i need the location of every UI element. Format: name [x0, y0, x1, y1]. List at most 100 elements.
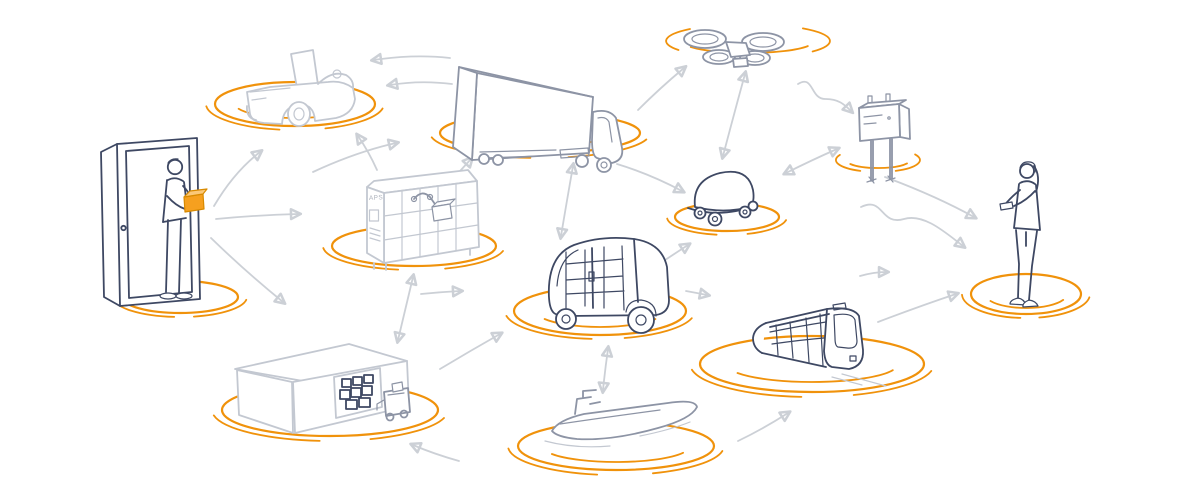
arrow-boat-warehouse — [409, 441, 460, 462]
pod-wheel-hub — [635, 314, 647, 326]
autonomous-car — [246, 49, 356, 127]
pod-wheel-hub — [561, 314, 571, 324]
smartphone — [999, 201, 1014, 211]
parcel — [352, 376, 363, 386]
signal-ring-tram — [691, 334, 933, 398]
car-bed-lines — [249, 87, 291, 101]
rover-dome — [693, 170, 755, 212]
parcel — [363, 374, 374, 384]
parcel — [350, 387, 362, 398]
arrow-wave-recipient — [860, 203, 967, 249]
robot-arm-joint — [410, 195, 418, 203]
arrow-truck-car-1 — [369, 52, 451, 66]
tram-segment-lines — [775, 313, 824, 367]
ring-arc — [205, 105, 281, 131]
truck-wheel — [478, 153, 490, 165]
ring-arc — [666, 217, 718, 236]
arrow-boat-tram — [737, 410, 792, 442]
arm-package — [431, 203, 453, 222]
parcel — [361, 385, 373, 396]
tram — [752, 302, 887, 387]
truck-wheel — [492, 154, 504, 166]
locker-brand-label: APS — [369, 194, 384, 202]
tram-roof-box — [832, 302, 847, 311]
recipient-legs — [1015, 229, 1038, 301]
boat-wake — [544, 421, 691, 448]
rover-wheel-hub — [697, 210, 703, 216]
arrow-locker-car — [355, 132, 378, 171]
arrow-courier-warehouse — [210, 237, 287, 306]
ring-arc — [507, 447, 599, 476]
tram-tail — [752, 322, 767, 354]
ring-arc — [849, 162, 908, 169]
ring-arc — [961, 293, 1022, 319]
pod-door-strip — [591, 247, 594, 309]
ring-arc — [852, 370, 933, 396]
ring-ellipse — [698, 334, 926, 394]
delivery-rover — [687, 170, 759, 227]
boat-console — [574, 389, 601, 415]
arrow-courier-truck — [312, 138, 400, 173]
warehouse-doorway — [333, 367, 383, 419]
ring-arc — [324, 107, 384, 130]
delivery-drone — [683, 29, 785, 68]
courier-foot — [175, 292, 193, 300]
parcel-locker: APS — [366, 169, 480, 271]
car-rear-wheel-arch — [246, 105, 257, 121]
tram-windshield — [833, 313, 858, 349]
locker-grid-verticals — [401, 183, 457, 261]
ring-arc — [369, 417, 445, 440]
tram-track-lines — [831, 373, 887, 387]
pod-wheel-front — [555, 308, 577, 330]
robot-cart-panel — [387, 392, 405, 396]
tram-roof-line — [765, 308, 830, 328]
arrow-drone-rover — [718, 70, 750, 160]
locker-screen — [368, 209, 380, 222]
parcel — [345, 399, 358, 410]
mailbox-legs — [870, 138, 893, 182]
recipient-shoe — [1009, 297, 1027, 306]
drone-rotor — [683, 29, 727, 49]
truck-trailer-front — [452, 66, 478, 161]
arrow-courier-locker — [215, 208, 303, 221]
ring-arc — [444, 250, 504, 270]
boat-sheer-line — [559, 409, 661, 425]
arrow-truck-pod — [556, 161, 578, 241]
mailbox-keypad-dot — [887, 116, 891, 120]
ring-arc — [1038, 296, 1091, 319]
ring-arc — [212, 414, 321, 442]
car-wheel-hub — [293, 107, 305, 121]
signal-ring-mailbox — [835, 153, 921, 172]
robot-cart-wheel — [385, 412, 395, 422]
car-cabin — [317, 72, 355, 89]
locker-robotic-arm — [410, 192, 456, 222]
truck-windshield — [597, 116, 613, 143]
arrow-drone-mailbox — [797, 80, 855, 115]
ring-arc — [835, 154, 862, 172]
courier-head — [166, 158, 184, 176]
tram-headlight — [849, 355, 857, 362]
car-sensor — [332, 69, 342, 79]
ring-arc — [802, 27, 831, 53]
robot-arm-joint — [426, 193, 434, 201]
warehouse-parcel-stack — [339, 374, 374, 410]
courier-foot — [159, 292, 177, 300]
pod-side-line — [633, 238, 639, 303]
recipient-shoe — [1022, 299, 1039, 308]
drone-rotor-inner — [709, 52, 729, 62]
arrow-warehouse-pod — [439, 331, 504, 370]
smart-mailbox — [858, 93, 911, 184]
drone-body — [725, 41, 751, 58]
connection-arrows — [210, 52, 978, 462]
ring-arc — [551, 451, 684, 463]
drone-rotor-inner — [691, 33, 719, 45]
rover-wheel — [738, 205, 752, 219]
door-knob — [120, 224, 127, 232]
truck-cab — [591, 109, 624, 164]
drone-payload — [732, 57, 749, 68]
rover-wheel — [707, 211, 723, 227]
parcel — [341, 378, 352, 388]
ring-arc — [736, 369, 894, 383]
ring-arc — [894, 153, 921, 172]
courier-hair — [167, 158, 179, 164]
